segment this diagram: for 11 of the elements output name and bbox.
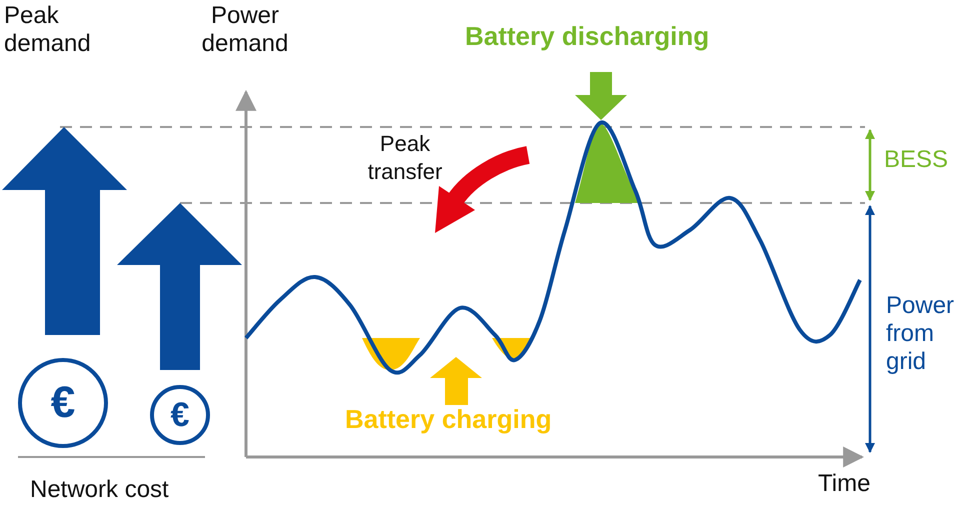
annotation-text: Peak transfer bbox=[366, 130, 444, 186]
axis-title: Power demand bbox=[200, 2, 290, 58]
euro-circle: € bbox=[18, 358, 108, 448]
euro-circle: € bbox=[150, 385, 210, 445]
range-label: BESS bbox=[884, 146, 950, 174]
annotation-text: Battery discharging bbox=[465, 22, 710, 50]
axis-title: Peak demand bbox=[4, 2, 92, 58]
annotation-text: Battery charging bbox=[345, 405, 553, 433]
range-label: Power from grid bbox=[886, 292, 956, 376]
axis-title: Network cost bbox=[30, 476, 170, 504]
axis-title: Time bbox=[818, 470, 872, 498]
